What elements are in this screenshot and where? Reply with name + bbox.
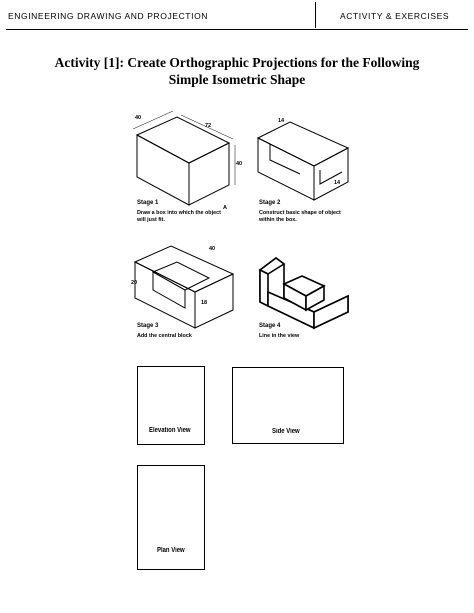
stage2-label: Stage 2 [259, 200, 281, 206]
activity-title-line2: Simple Isometric Shape [168, 72, 306, 87]
stage4-drawing [258, 257, 349, 330]
header-divider [315, 2, 316, 28]
stage1-description: Draw a box into which the object will ju… [137, 210, 221, 223]
stage3-drawing: 40 20 18 [131, 245, 235, 329]
header-section-title: Activity & Exercises [340, 11, 450, 21]
stage1-label: Stage 1 [137, 200, 159, 206]
stage3-dim-height: 20 [131, 280, 137, 286]
stage1-dim-length: 72 [205, 123, 211, 129]
page-header: Engineering Drawing and Projection Activ… [0, 0, 474, 30]
stage1-drawing: 40 72 40 A [132, 110, 242, 211]
side-view-box [232, 367, 344, 444]
header-course-title: Engineering Drawing and Projection [8, 11, 209, 21]
header-rule [6, 29, 468, 30]
stage2-description: Construct basic shape of object within t… [259, 210, 341, 223]
activity-title: Activity [1]: Create Orthographic Projec… [20, 54, 454, 88]
stage3-label: Stage 3 [137, 323, 159, 329]
stage2-dim-right: 14 [334, 180, 341, 186]
plan-view-label: Plan View [157, 547, 185, 554]
stage3-dim-depth: 18 [201, 300, 207, 306]
stage1-dim-height: 40 [236, 161, 242, 167]
stage2-dim-top: 14 [278, 118, 285, 124]
stage3-desc-line1: Add the central block [137, 333, 192, 339]
stage3-description: Add the central block [137, 333, 192, 340]
stage4-label: Stage 4 [259, 323, 281, 329]
stage4-description: Line in the view [259, 333, 299, 340]
elevation-view-label: Elevation View [149, 427, 191, 434]
stage2-drawing: 14 14 [256, 118, 350, 201]
plan-view-box [137, 465, 205, 570]
activity-title-line1: Activity [1]: Create Orthographic Projec… [54, 55, 420, 70]
stage1-desc-line1: Draw a box into which the object [137, 210, 221, 216]
stage1-dim-depth: 40 [135, 115, 141, 121]
stage4-desc-line1: Line in the view [259, 333, 300, 339]
stage3-dim-length: 40 [209, 246, 215, 252]
side-view-label: Side View [272, 428, 300, 435]
stage1-corner-label: A [223, 205, 227, 211]
elevation-view-box [137, 366, 205, 445]
stage2-desc-line2: within the box. [259, 216, 297, 223]
stage1-desc-line2: will just fit. [137, 216, 165, 223]
stage2-desc-line1: Construct basic shape of object [259, 210, 341, 216]
